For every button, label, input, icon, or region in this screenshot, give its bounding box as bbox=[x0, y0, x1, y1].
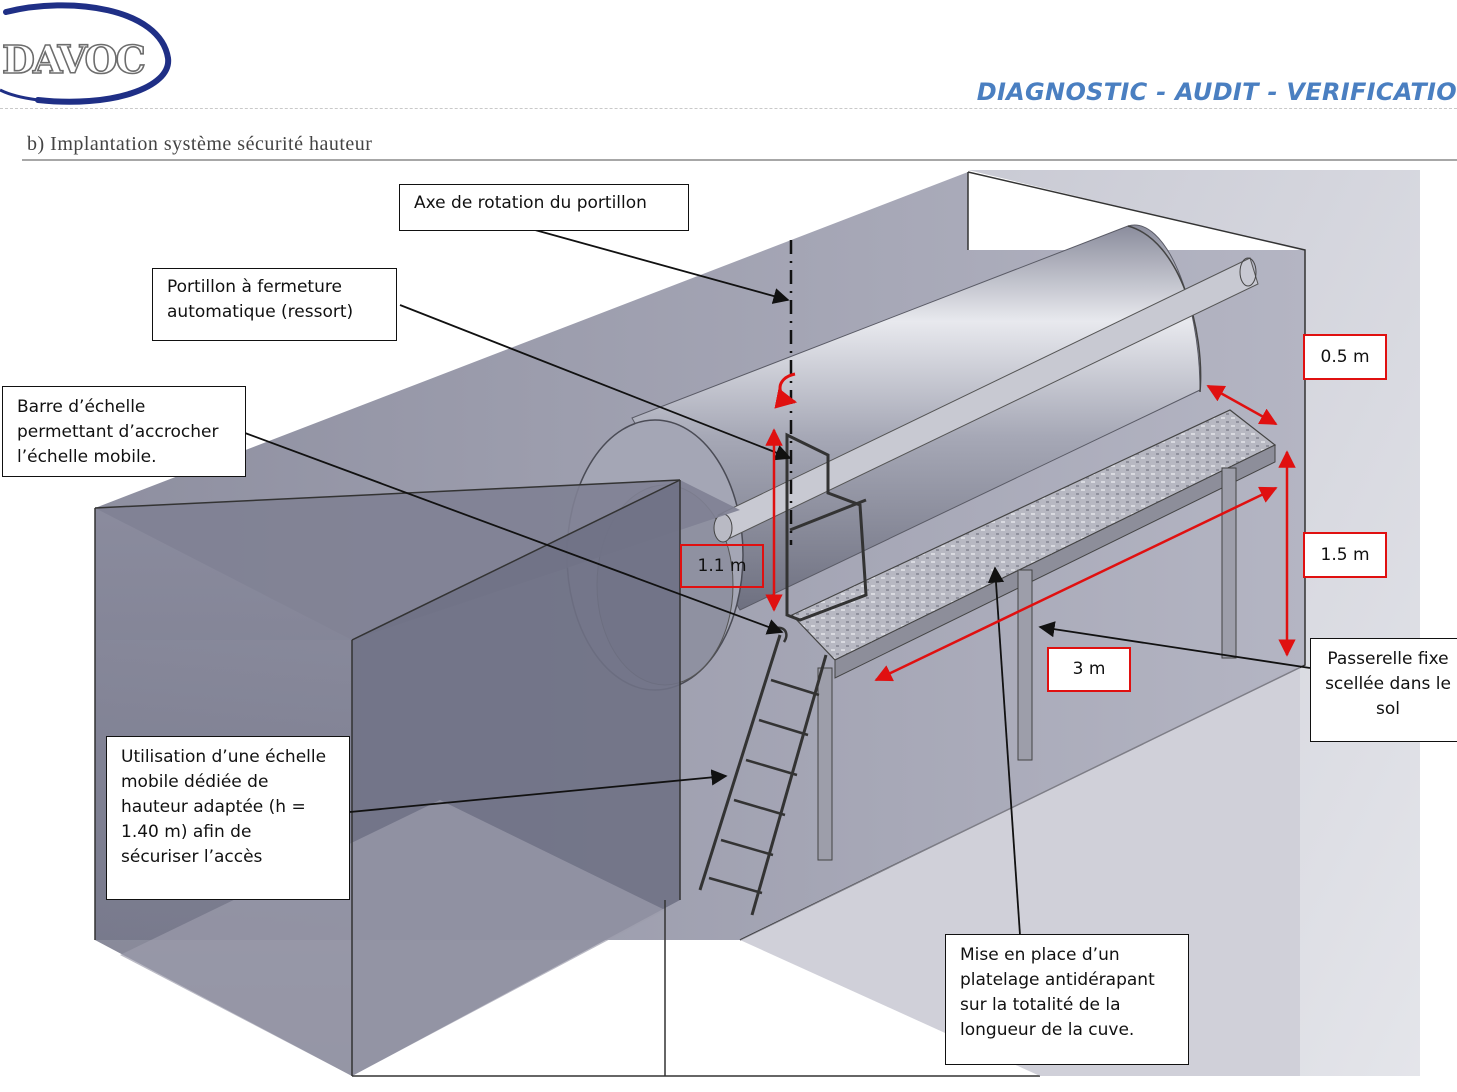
logo-text: DAVOC bbox=[2, 37, 145, 82]
dim-arrow-width bbox=[1206, 384, 1278, 426]
dimension-gate-height-label: 1.1 m bbox=[680, 544, 764, 588]
chamber-edge-1 bbox=[94, 479, 681, 509]
logo-ring bbox=[3, 2, 172, 105]
gate-bar bbox=[789, 498, 867, 532]
dimension-width-label: 0.5 m bbox=[1303, 334, 1387, 380]
leader-axis bbox=[534, 229, 790, 304]
header-tagline: DIAGNOSTIC - AUDIT - VERIFICATIO bbox=[976, 78, 1457, 106]
callout-fixed-walkway: Passerelle fixe scellée dans le sol bbox=[1310, 638, 1457, 742]
dim-arrow-length bbox=[874, 486, 1278, 682]
callout-rotation-axis-text: Axe de rotation du portillon bbox=[414, 193, 647, 213]
dimension-length-label: 3 m bbox=[1047, 647, 1131, 692]
dimension-height-label: 1.5 m bbox=[1303, 532, 1387, 578]
walkway-leg-1 bbox=[817, 667, 833, 861]
callout-gate-line-2: automatique (ressort) bbox=[167, 302, 354, 322]
callout-walkway-line-1: Passerelle fixe bbox=[1327, 649, 1449, 669]
callout-ladder-line-5: sécuriser l’accès bbox=[121, 847, 263, 867]
callout-rotation-axis: Axe de rotation du portillon bbox=[399, 184, 689, 231]
callout-gate-line-1: Portillon à fermeture bbox=[167, 277, 342, 297]
callout-ladder-line-1: Utilisation d’une échelle bbox=[121, 747, 327, 767]
davoc-logo: DAVOC bbox=[0, 2, 172, 105]
chamber-edge-3 bbox=[351, 479, 681, 641]
logo-ring-tail bbox=[0, 88, 39, 102]
callout-decking-line-4: longueur de la cuve. bbox=[960, 1020, 1135, 1040]
callout-walkway-line-2: scellée dans le bbox=[1325, 674, 1451, 694]
callout-walkway-line-3: sol bbox=[1376, 699, 1400, 719]
section-divider bbox=[22, 159, 1457, 161]
leader-bar bbox=[244, 432, 784, 635]
callout-bar-line-3: l’échelle mobile. bbox=[17, 447, 157, 467]
right-wall-face bbox=[968, 170, 1420, 1076]
top-pipe-end-far bbox=[1239, 257, 1257, 287]
callout-ladder-bar: Barre d’échelle permettant d’accrocher l… bbox=[2, 386, 246, 477]
walkway-leg-2 bbox=[1017, 569, 1033, 761]
walkway-leg-3 bbox=[1221, 467, 1237, 659]
section-heading: b) Implantation système sécurité hauteur bbox=[27, 133, 373, 155]
leader-ladder bbox=[349, 769, 728, 813]
callout-ladder-line-2: mobile dédiée de bbox=[121, 772, 269, 792]
callout-ladder-line-4: 1.40 m) afin de bbox=[121, 822, 252, 842]
callout-bar-line-2: permettant d’accrocher bbox=[17, 422, 219, 442]
leader-gate bbox=[399, 304, 792, 461]
callout-mobile-ladder: Utilisation d’une échelle mobile dédiée … bbox=[106, 736, 350, 900]
callout-decking-line-1: Mise en place d’un bbox=[960, 945, 1120, 965]
header-divider bbox=[0, 108, 1457, 109]
rotation-arrow bbox=[774, 372, 798, 409]
callout-decking-line-2: platelage antidérapant bbox=[960, 970, 1155, 990]
front-chamber-floor bbox=[120, 800, 665, 1076]
callout-self-closing-gate: Portillon à fermeture automatique (resso… bbox=[152, 268, 397, 341]
callout-bar-line-1: Barre d’échelle bbox=[17, 397, 146, 417]
callout-ladder-line-3: hauteur adaptée (h = bbox=[121, 797, 306, 817]
gate-frame bbox=[785, 432, 868, 622]
callout-antislip-decking: Mise en place d’un platelage antidérapan… bbox=[945, 934, 1189, 1065]
callout-decking-line-3: sur la totalité de la bbox=[960, 995, 1121, 1015]
top-pipe-end-near bbox=[713, 513, 733, 543]
